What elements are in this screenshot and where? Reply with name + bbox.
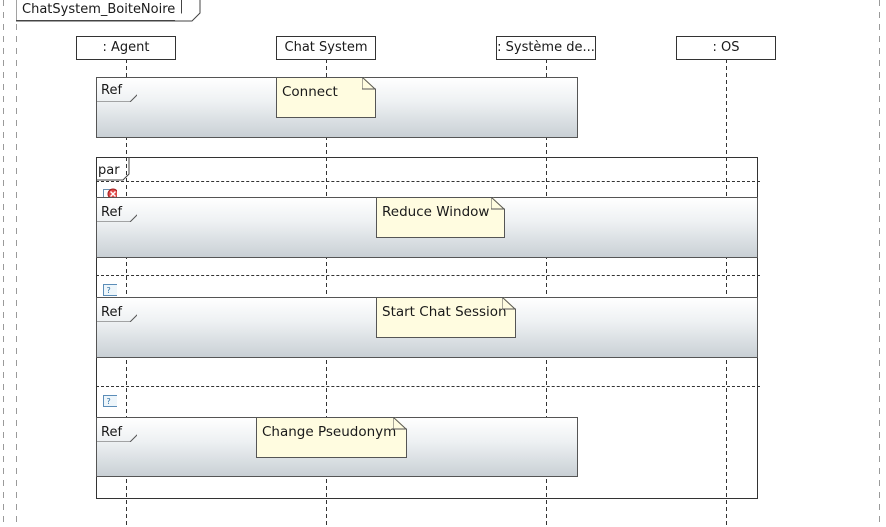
ref-tag-label: Ref [101,83,123,98]
ref-tag-label: Ref [101,425,123,440]
note-fold-icon [362,77,376,90]
lifeline-agent[interactable] [126,59,127,527]
note-fold-icon [491,197,505,210]
lifeline-head-os[interactable]: : OS [676,36,776,60]
constraint-icon[interactable]: ? [103,284,117,296]
ref-tag-label: Ref [101,305,123,320]
svg-text:?: ? [107,397,111,406]
constraint-icon[interactable]: ? [103,395,117,407]
frame-title-border [16,0,201,22]
par-tag-border [96,157,130,181]
note-change-pseudonym[interactable]: Change Pseudonym [256,417,407,458]
lifeline-label: Chat System [284,40,368,55]
grid-guide-left [3,0,4,527]
lifeline-label: : Système de... [497,40,595,55]
grid-guide-right [879,0,880,527]
note-label: Start Chat Session [382,304,507,320]
ref-tag-label: Ref [101,205,123,220]
note-label: Reduce Window [382,204,490,220]
lifeline-os[interactable] [726,59,727,527]
operand-separator-1[interactable] [96,181,760,182]
note-reduce-window[interactable]: Reduce Window [376,197,505,238]
lifeline-chat-system[interactable] [326,59,327,527]
operand-separator-3[interactable] [96,386,760,387]
note-label: Connect [282,84,338,100]
grid-guide-frame [16,0,17,527]
note-start-chat-session[interactable]: Start Chat Session [376,297,516,338]
note-connect[interactable]: Connect [276,77,376,118]
note-fold-icon [502,297,516,310]
svg-text:?: ? [107,286,111,295]
frame-title-label: ChatSystem_BoiteNoire [22,2,176,17]
lifeline-label: : Agent [102,40,150,55]
lifeline-head-chat-system[interactable]: Chat System [276,36,376,60]
lifeline-systeme[interactable] [546,59,547,527]
note-label: Change Pseudonym [262,424,397,440]
par-operator-label: par [98,163,120,178]
note-fold-icon [393,417,407,430]
lifeline-head-systeme[interactable]: : Système de... [496,36,596,60]
lifeline-label: : OS [712,40,740,55]
lifeline-head-agent[interactable]: : Agent [76,36,176,60]
operand-separator-2[interactable] [96,275,760,276]
